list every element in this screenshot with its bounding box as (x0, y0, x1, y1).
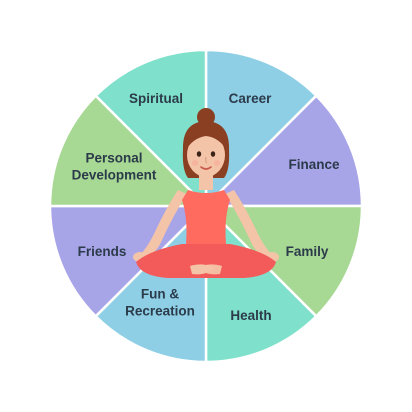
hair-fringe (186, 128, 227, 150)
segment-label-line: Health (230, 308, 271, 323)
segment-label-friends: Friends (78, 244, 127, 259)
segment-friends (48, 204, 210, 319)
mouth (200, 166, 212, 170)
right-cheek (214, 160, 220, 166)
right-arm (225, 190, 271, 256)
face (187, 133, 225, 177)
left-cheek (192, 160, 198, 166)
segment-label-line: Spiritual (129, 91, 183, 106)
segment-label-finance: Finance (288, 157, 340, 172)
segment-label-line: Finance (288, 157, 340, 172)
segment-label-line: Development (72, 168, 157, 183)
segment-label-health: Health (230, 308, 271, 323)
left-arm (141, 190, 187, 256)
right-eye (210, 151, 216, 157)
left-eye (196, 151, 202, 157)
segment-label-spiritual: Spiritual (129, 91, 183, 106)
segment-finance (202, 93, 364, 208)
segment-label-line: Personal (85, 151, 142, 166)
meditating-woman-icon (133, 108, 279, 278)
right-foot (198, 264, 222, 275)
segment-label-line: Fun & (141, 287, 179, 302)
segment-personal-development (48, 93, 210, 208)
segment-family (202, 204, 364, 319)
segment-label-family: Family (286, 244, 329, 259)
segment-label-line: Family (286, 244, 329, 259)
crossed-legs (136, 244, 276, 278)
segment-spiritual (93, 48, 208, 210)
segment-label-line: Career (229, 91, 273, 106)
nose (205, 156, 208, 164)
segment-label-fun-recreation: Fun & Recreation (125, 287, 195, 319)
segment-label-career: Career (229, 91, 273, 106)
segment-label-line: Friends (78, 244, 127, 259)
segment-label-line: Recreation (125, 304, 195, 319)
segment-career (204, 48, 319, 210)
tank-top (182, 190, 230, 244)
